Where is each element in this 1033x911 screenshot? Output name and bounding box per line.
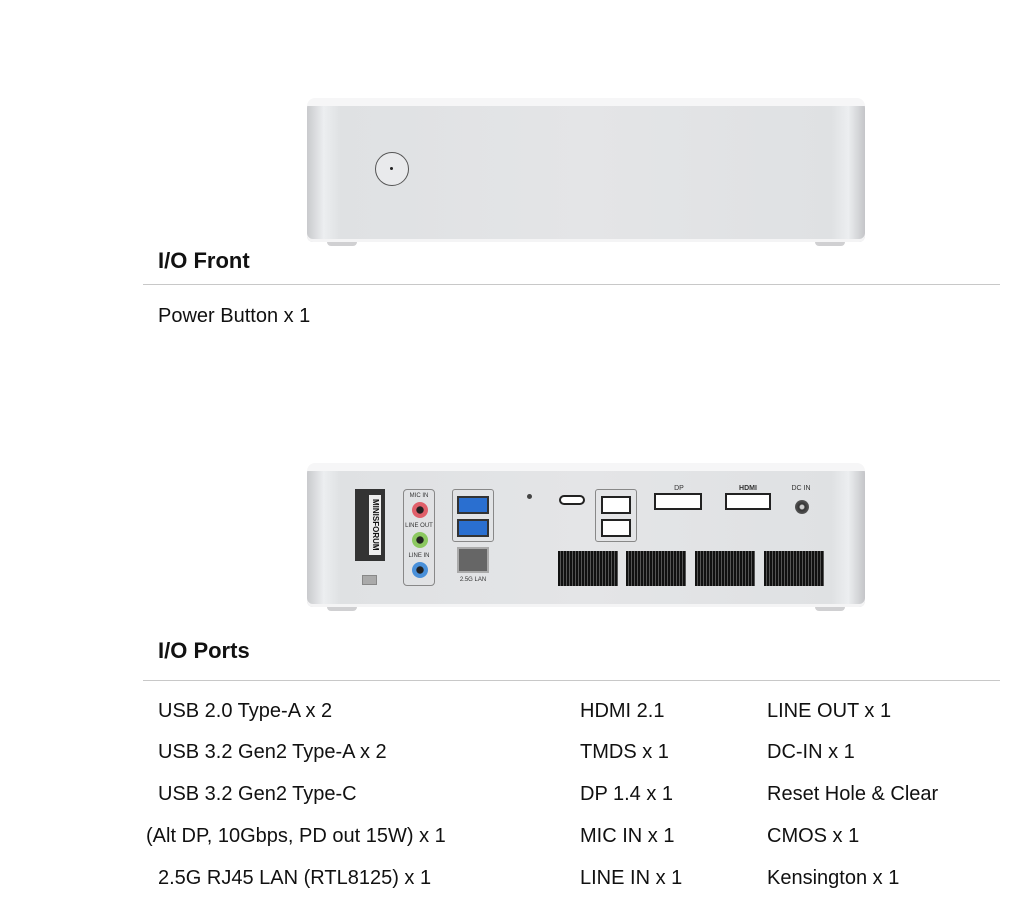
power-button — [375, 152, 409, 186]
usb2-ports — [595, 489, 637, 542]
io-ports-heading: I/O Ports — [158, 638, 250, 663]
dc-in-port — [795, 500, 809, 514]
vent — [558, 551, 618, 586]
port-item: TMDS x 1 — [580, 741, 669, 763]
hdmi-port — [725, 493, 771, 510]
port-item: LINE OUT x 1 — [767, 700, 892, 722]
usb3-ports — [452, 489, 494, 542]
divider — [143, 284, 1000, 285]
port-item: (Alt DP, 10Gbps, PD out 15W) x 1 — [146, 825, 446, 847]
usb-c-port — [559, 495, 585, 505]
lan-port — [457, 547, 489, 573]
vent — [764, 551, 824, 586]
port-item: DC-IN x 1 — [767, 741, 855, 763]
port-item: USB 2.0 Type-A x 2 — [158, 700, 333, 722]
brand-label: MINISFORUM — [355, 489, 385, 561]
port-item: 2.5G RJ45 LAN (RTL8125) x 1 — [158, 867, 432, 889]
reset-hole — [527, 494, 532, 499]
port-item: MIC IN x 1 — [580, 825, 675, 847]
vent — [626, 551, 686, 586]
front-item: Power Button x 1 — [158, 305, 311, 327]
port-item: Kensington x 1 — [767, 867, 900, 889]
line-in-jack — [412, 562, 428, 578]
audio-panel: MIC IN LINE OUT LINE IN — [403, 489, 435, 586]
lan-label: 2.5G LAN — [459, 577, 487, 583]
port-item: DP 1.4 x 1 — [580, 783, 674, 805]
port-item: CMOS x 1 — [767, 825, 860, 847]
dp-port — [654, 493, 702, 510]
port-item: USB 3.2 Gen2 Type-A x 2 — [158, 741, 387, 763]
mini-pc-front-image — [307, 98, 865, 246]
port-item: LINE IN x 1 — [580, 867, 683, 889]
mic-jack — [412, 502, 428, 518]
divider — [143, 680, 1000, 681]
io-front-heading: I/O Front — [158, 248, 250, 273]
port-item: HDMI 2.1 — [580, 700, 665, 722]
port-item: Reset Hole & Clear — [767, 783, 939, 805]
vent — [695, 551, 755, 586]
line-out-jack — [412, 532, 428, 548]
port-item: USB 3.2 Gen2 Type-C — [158, 783, 357, 805]
kensington-lock-icon — [362, 575, 377, 585]
mini-pc-rear-image: MINISFORUM MIC IN LINE OUT LINE IN 2.5G … — [307, 463, 865, 611]
